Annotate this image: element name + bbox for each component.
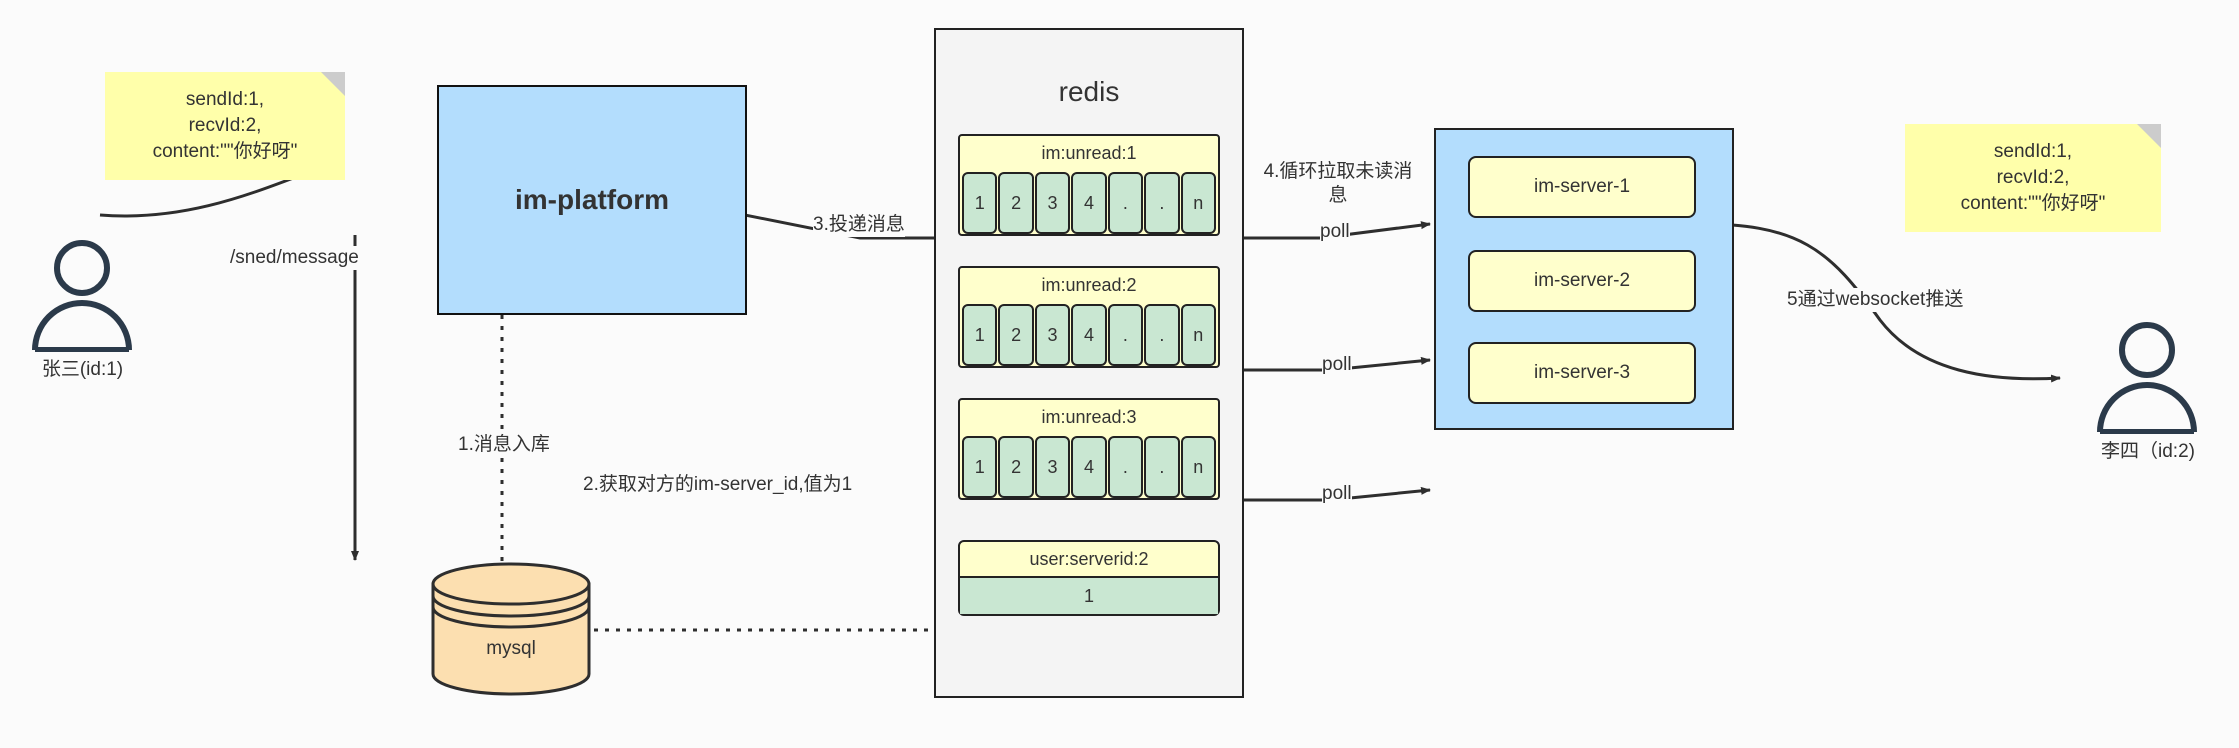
redis-cell[interactable]: 1 — [962, 304, 998, 366]
redis-cell[interactable]: n — [1180, 436, 1216, 498]
actor-receiver: 李四（id:2) — [2090, 322, 2205, 462]
redis-cell[interactable]: . — [1144, 304, 1180, 366]
redis-cell[interactable]: . — [1107, 172, 1144, 234]
redis-cell[interactable]: 3 — [1034, 172, 1071, 234]
redis-key-label-3: im:unread:3 — [1041, 407, 1137, 427]
redis-kv-user-serverid[interactable]: user:serverid:2 1 — [958, 540, 1220, 616]
redis-cell[interactable]: 4 — [1071, 172, 1107, 234]
edge-label-step4: 4.循环拉取未读消 息 — [1258, 160, 1418, 208]
note-left: sendId:1, recvId:2, content:""你好呀" — [105, 72, 345, 180]
edge-label-step2: 2.获取对方的im-server_id,值为1 — [583, 473, 853, 497]
redis-cell[interactable]: 2 — [998, 172, 1034, 234]
im-server-3-node[interactable]: im-server-3 — [1468, 342, 1696, 404]
redis-cell[interactable]: 3 — [1034, 304, 1071, 366]
redis-key-group-1[interactable]: im:unread:1 1 2 3 4 . . n — [958, 134, 1220, 236]
redis-kv-value: 1 — [960, 576, 1218, 614]
edge-label-poll-2: poll — [1322, 353, 1352, 377]
redis-cells-2: 1 2 3 4 . . n — [962, 304, 1216, 366]
person-icon — [32, 240, 132, 352]
redis-key-label-2: im:unread:2 — [1041, 275, 1137, 295]
note-right: sendId:1, recvId:2, content:""你好呀" — [1905, 124, 2161, 232]
note-left-text: sendId:1, recvId:2, content:""你好呀" — [152, 89, 298, 162]
redis-title: redis — [1058, 76, 1120, 107]
note-fold-icon — [321, 72, 345, 96]
im-platform-box[interactable]: im-platform — [437, 85, 747, 315]
edge-label-poll-1: poll — [1320, 220, 1350, 244]
edge-label-step3: 3.投递消息 — [813, 213, 905, 237]
redis-key-label-1: im:unread:1 — [1041, 143, 1137, 163]
redis-cell[interactable]: . — [1107, 436, 1144, 498]
note-fold-icon — [2137, 124, 2161, 148]
im-platform-label: im-platform — [515, 184, 669, 215]
im-server-2-node[interactable]: im-server-2 — [1468, 250, 1696, 312]
database-cylinder-icon — [431, 562, 591, 696]
im-server-1-label: im-server-1 — [1533, 176, 1631, 197]
edge-label-step5: 5通过websocket推送 — [1787, 288, 1964, 312]
redis-kv-key: user:serverid:2 — [1029, 549, 1149, 569]
im-server-2-label: im-server-2 — [1533, 270, 1631, 291]
redis-cell[interactable]: 1 — [962, 172, 998, 234]
redis-cells-1: 1 2 3 4 . . n — [962, 172, 1216, 234]
redis-cell[interactable]: 4 — [1071, 304, 1107, 366]
edge-label-step1: 1.消息入库 — [458, 433, 550, 457]
person-icon — [2097, 322, 2197, 434]
edge-label-send-message: /sned/message — [230, 246, 359, 270]
redis-key-group-3[interactable]: im:unread:3 1 2 3 4 . . n — [958, 398, 1220, 500]
im-server-3-label: im-server-3 — [1533, 362, 1631, 383]
redis-cell[interactable]: 3 — [1034, 436, 1071, 498]
redis-cell[interactable]: . — [1107, 304, 1144, 366]
im-server-1-node[interactable]: im-server-1 — [1468, 156, 1696, 218]
redis-container: redis im:unread:1 1 2 3 4 . . n im:unrea… — [934, 28, 1244, 698]
actor-sender: 张三(id:1) — [25, 240, 140, 380]
redis-cell[interactable]: n — [1180, 172, 1216, 234]
redis-cell[interactable]: n — [1180, 304, 1216, 366]
redis-cell[interactable]: 4 — [1071, 436, 1107, 498]
actor-sender-label: 张三(id:1) — [41, 359, 124, 380]
mysql-label: mysql — [486, 638, 536, 659]
note-right-text: sendId:1, recvId:2, content:""你好呀" — [1960, 141, 2106, 214]
im-server-cluster: im-server-1 im-server-2 im-server-3 — [1434, 128, 1734, 430]
mysql-node[interactable]: mysql — [430, 562, 592, 697]
redis-cell[interactable]: . — [1144, 436, 1180, 498]
redis-key-group-2[interactable]: im:unread:2 1 2 3 4 . . n — [958, 266, 1220, 368]
redis-cell[interactable]: . — [1144, 172, 1180, 234]
redis-cells-3: 1 2 3 4 . . n — [962, 436, 1216, 498]
redis-cell[interactable]: 1 — [962, 436, 998, 498]
edge-label-poll-3: poll — [1322, 482, 1352, 506]
actor-receiver-label: 李四（id:2) — [2101, 441, 2195, 462]
redis-cell[interactable]: 2 — [998, 436, 1034, 498]
redis-cell[interactable]: 2 — [998, 304, 1034, 366]
